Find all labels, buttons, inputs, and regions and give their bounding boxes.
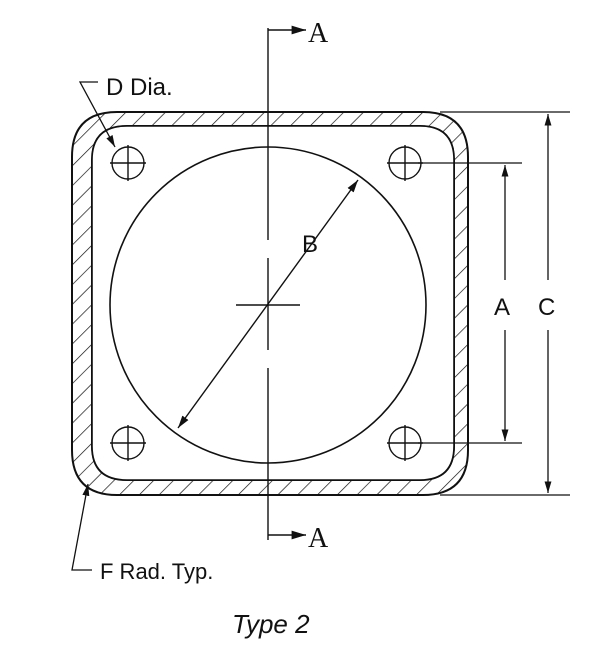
bore-label: B xyxy=(302,231,318,258)
overall-label: C xyxy=(538,294,555,321)
corner-radius-label: F Rad. Typ. xyxy=(100,559,213,584)
flange-face xyxy=(91,125,455,481)
bolt-spacing-label: A xyxy=(494,294,510,321)
radius-leader xyxy=(71,483,92,571)
section-label-top: A xyxy=(308,18,329,49)
section-label-bottom: A xyxy=(308,523,329,554)
hole-diameter-label: D Dia. xyxy=(106,74,173,101)
overall-dimension xyxy=(440,111,570,496)
hole-leader xyxy=(78,81,116,148)
caption: Type 2 xyxy=(232,609,310,639)
bolt-spacing-dimension xyxy=(418,162,522,444)
bore-dimension-arrow xyxy=(177,179,359,429)
